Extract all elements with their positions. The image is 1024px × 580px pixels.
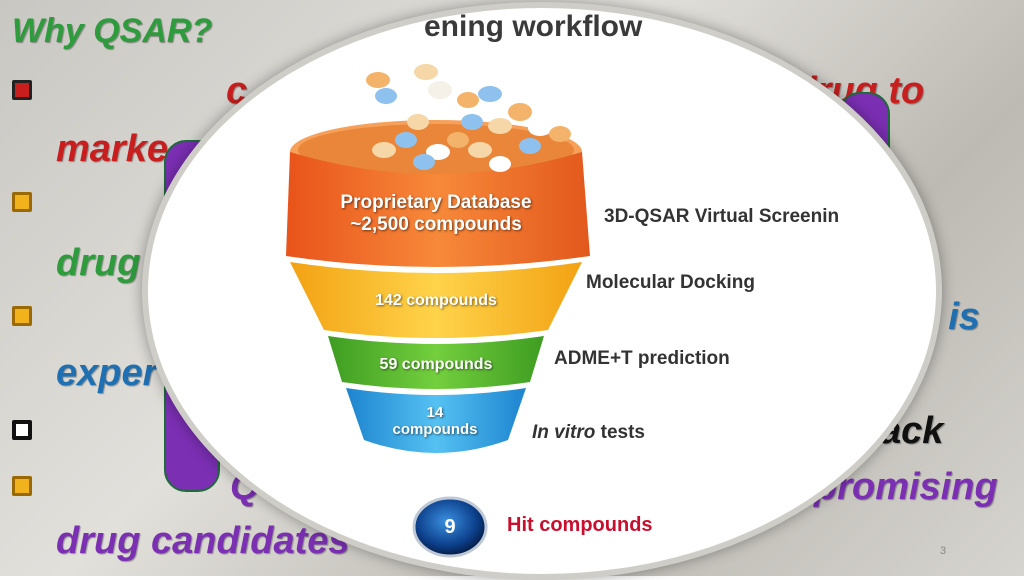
compound-pill [375,88,397,104]
funnel-tier-4-text: 14 compounds [364,404,506,439]
compound-pill [407,114,429,130]
bg-text-fragment: drug candidates [56,520,350,562]
step-label-in-vitro: In vitro tests [532,422,645,444]
slide-title: Why QSAR? [12,12,213,50]
funnel-tier-2 [290,262,582,338]
compound-pill [528,120,552,136]
compound-pill [413,154,435,170]
compound-pill [366,72,390,88]
funnel-tier-2-text: 142 compounds [375,292,497,309]
step-label-virtual-screening: 3D-QSAR Virtual Screenin [604,206,840,227]
compound-pill [414,64,438,80]
compound-pill [508,103,532,121]
compound-pill [398,97,422,115]
compound-pill [478,86,502,102]
compound-pill [457,92,479,108]
hit-compounds-label: Hit compounds [507,514,653,536]
bullet-checkbox [12,420,32,440]
step-label-italic-part: In vitro [532,422,596,443]
tier-label-line: compounds [392,421,478,439]
bullet-checkbox [12,80,32,100]
compound-pill [426,144,450,160]
bg-text-fragment: exper [56,352,158,394]
hit-compounds-circle [412,496,488,558]
workflow-title: ening workflow [424,10,643,43]
compound-pills [366,64,571,172]
funnel-tier-3 [328,336,544,389]
funnel-tier-1-text: Proprietary Database ~2,500 compounds [298,192,574,236]
compound-pill [395,132,417,148]
funnel-tier-3-text: 59 compounds [379,356,493,373]
bg-text-fragment: marke [56,128,168,170]
bullet-checkbox [12,306,32,326]
compound-pill [428,81,452,99]
bg-text-fragment: drug [56,242,141,284]
tier-label-line: ~2,500 compounds [350,213,522,235]
tier-label-line: 14 [426,404,444,421]
funnel-tier-1 [286,152,590,267]
hit-number: 9 [444,515,456,538]
step-label-molecular-docking: Molecular Docking [586,272,755,293]
slide-number: 3 [940,545,947,557]
tier-label-line: Proprietary Database [340,192,532,213]
funnel-tier-4 [346,388,526,453]
compound-pill [461,114,483,130]
step-label-rest: tests [595,422,645,443]
compound-pill [488,118,512,134]
compound-pill [372,142,396,158]
compound-pill [447,132,469,148]
bullet-checkbox [12,476,32,496]
compound-pill [468,142,492,158]
compound-pill [549,126,571,142]
compound-pill [438,104,462,120]
compound-pill [489,156,511,172]
step-label-admet: ADME+T prediction [554,348,730,369]
bullet-checkbox [12,192,32,212]
compound-pill [519,138,541,154]
